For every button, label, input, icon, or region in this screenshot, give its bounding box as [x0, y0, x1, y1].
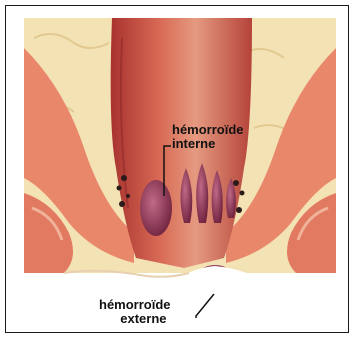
internal-hemorrhoid-label: hémorroïde interne — [172, 123, 244, 151]
external-hemorrhoid-label: hémorroïde externe — [99, 298, 171, 326]
external-label-line1: hémorroïde — [99, 298, 171, 312]
skin-surface — [24, 266, 336, 318]
anal-canal-illustration — [24, 18, 336, 318]
internal-label-line1: hémorroïde — [172, 123, 244, 137]
figure-frame: hémorroïde interne hémorroïde externe — [5, 5, 349, 333]
external-label-line2: externe — [99, 312, 171, 326]
internal-label-line2: interne — [172, 137, 244, 151]
